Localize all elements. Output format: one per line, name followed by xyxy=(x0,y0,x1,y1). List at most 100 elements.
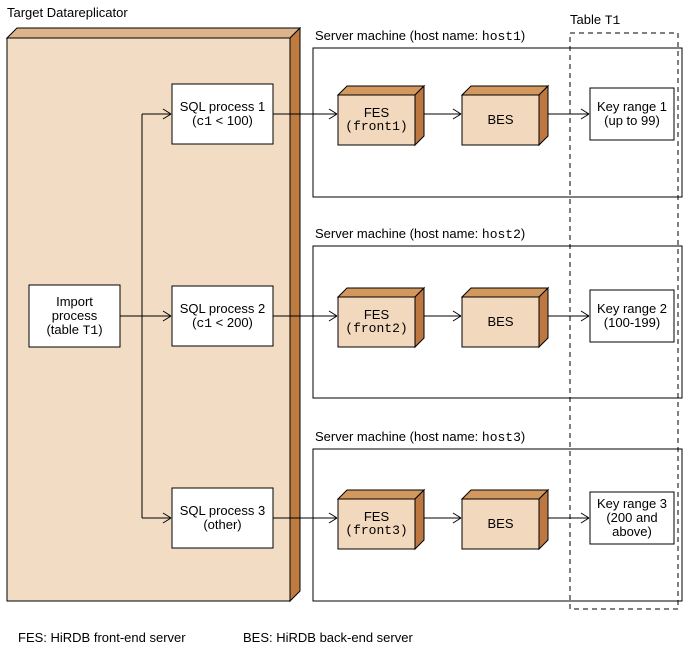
arrow-fes3-to-bes3 xyxy=(424,512,462,524)
fes-cube-1-top xyxy=(336,85,426,96)
sql2-cond-post: < 200) xyxy=(212,314,253,330)
sql2-cond-pre: ( xyxy=(192,314,197,330)
server-box-3 xyxy=(312,448,683,602)
sql1-cond-post: < 100) xyxy=(212,112,253,128)
arrow-branch-to-sql1 xyxy=(142,108,172,120)
fes3-name: FES xyxy=(363,509,390,524)
arrow-bes2-to-key2 xyxy=(548,310,590,322)
bes-cube-3-side xyxy=(538,488,549,551)
arrow-sql2-to-fes2 xyxy=(273,310,338,322)
bes-cube-2 xyxy=(460,286,550,349)
table-t1-label: Table T1 xyxy=(570,13,620,28)
fes-cube-2-top xyxy=(336,287,426,298)
arrow-branch-to-sql3 xyxy=(142,512,172,524)
sql1-name: SQL process 1 xyxy=(179,98,266,114)
fes-cube-2 xyxy=(336,286,426,349)
table-t1-label-prefix: Table xyxy=(570,12,605,27)
fes-label-2: FES (front2) xyxy=(338,297,415,347)
bes-cube-3-top xyxy=(460,489,550,500)
bes3-name: BES xyxy=(487,516,514,531)
sql1-cond-col: c1 xyxy=(196,113,213,129)
sql1-condition: (c1 < 100) xyxy=(192,112,253,129)
replicator-box-top-face xyxy=(5,27,302,39)
sql1-cond-pre: ( xyxy=(192,112,197,128)
server-label-3-suffix: ) xyxy=(520,429,526,444)
server-label-1: Server machine (host name: host1) xyxy=(315,29,525,44)
fes-cube-2-front xyxy=(337,296,416,348)
legend-bes: BES: HiRDB back-end server xyxy=(243,630,413,645)
server-label-1-prefix: Server machine (host name: xyxy=(315,28,482,43)
fes3-instance: (front3) xyxy=(345,523,408,538)
server-box-2 xyxy=(312,245,683,399)
import-line-3-prefix: (table xyxy=(46,321,83,337)
fes-cube-3-side xyxy=(414,488,425,551)
key-range-label-3: Key range 3 (200 and above) xyxy=(596,496,668,539)
bes-cube-1-side xyxy=(538,84,549,147)
arrow-sql3-to-fes3 xyxy=(273,512,338,524)
sql3-name: SQL process 3 xyxy=(179,502,266,518)
fes1-name: FES xyxy=(363,105,390,120)
bes-cube-1 xyxy=(460,84,550,147)
fes-cube-2-side xyxy=(414,286,425,349)
import-line-3: (table T1) xyxy=(46,321,102,338)
sql-process-box-2 xyxy=(171,285,274,347)
bes-cube-2-front xyxy=(461,296,540,348)
fes-cube-3-front xyxy=(337,498,416,550)
import-line-1: Import xyxy=(56,293,93,309)
sql3-condition: (other) xyxy=(203,516,242,533)
server-box-1 xyxy=(312,47,683,198)
diagram-title: Target Datareplicator xyxy=(7,5,128,20)
fes-label-3: FES (front3) xyxy=(338,499,415,549)
fes2-name: FES xyxy=(363,307,390,322)
fes-cube-1-front xyxy=(337,94,416,146)
import-line-2: process xyxy=(51,307,98,323)
legend-fes: FES: HiRDB front-end server xyxy=(18,630,186,645)
arrow-bes3-to-key3 xyxy=(548,512,590,524)
table-t1-dashed-box xyxy=(569,32,679,610)
server-label-1-suffix: ) xyxy=(520,28,526,43)
bes-cube-1-top xyxy=(460,85,550,96)
bes-cube-1-front xyxy=(461,94,540,146)
server-label-3: Server machine (host name: host3) xyxy=(315,430,525,445)
import-table-name: T1 xyxy=(82,322,99,338)
server-label-3-host: host3 xyxy=(481,430,521,445)
key-range-box-1 xyxy=(589,87,675,141)
import-process-box xyxy=(28,284,121,348)
sql-process-label-1: SQL process 1 (c1 < 100) xyxy=(172,84,273,144)
bes-cube-3 xyxy=(460,488,550,551)
server-label-1-host: host1 xyxy=(481,29,521,44)
bes1-name: BES xyxy=(487,112,514,127)
fes-cube-3-top xyxy=(336,489,426,500)
server-label-2-prefix: Server machine (host name: xyxy=(315,226,482,241)
bes-label-3: BES xyxy=(462,499,539,549)
sql2-cond-col: c1 xyxy=(196,315,213,331)
bes-cube-2-top xyxy=(460,287,550,298)
sql-process-label-2: SQL process 2 (c1 < 200) xyxy=(172,286,273,346)
server-label-2-host: host2 xyxy=(481,227,521,242)
sql2-condition: (c1 < 200) xyxy=(192,314,253,331)
fes-cube-1-side xyxy=(414,84,425,147)
fes1-instance: (front1) xyxy=(345,119,408,134)
server-label-2-suffix: ) xyxy=(520,226,526,241)
key-range-box-2 xyxy=(589,289,675,343)
bes-label-2: BES xyxy=(462,297,539,347)
arrow-sql1-to-fes1 xyxy=(273,108,338,120)
bes-cube-2-side xyxy=(538,286,549,349)
fes2-instance: (front2) xyxy=(345,321,408,336)
key-range-box-3 xyxy=(589,491,675,545)
sql2-name: SQL process 2 xyxy=(179,300,266,316)
server-label-2: Server machine (host name: host2) xyxy=(315,227,525,242)
bes-label-1: BES xyxy=(462,95,539,145)
import-process-label: Import process (table T1) xyxy=(29,285,120,347)
arrow-fes2-to-bes2 xyxy=(424,310,462,322)
fes-cube-3 xyxy=(336,488,426,551)
server-label-3-prefix: Server machine (host name: xyxy=(315,429,482,444)
arrow-branch-to-sql2 xyxy=(142,310,172,322)
fes-label-1: FES (front1) xyxy=(338,95,415,145)
bes-cube-3-front xyxy=(461,498,540,550)
sql3-cond-pre: (other) xyxy=(203,516,242,532)
table-t1-name: T1 xyxy=(604,13,621,28)
sql-process-label-3: SQL process 3 (other) xyxy=(172,488,273,548)
key-range-label-2: Key range 2 (100-199) xyxy=(596,301,668,330)
